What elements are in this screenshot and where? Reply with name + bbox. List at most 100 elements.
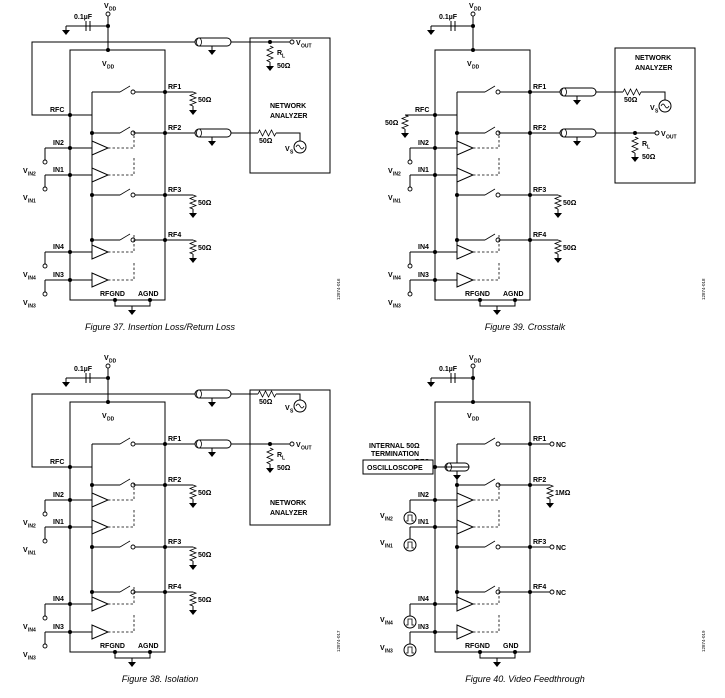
in4-label: IN4 [418, 244, 429, 251]
switch-arm [119, 85, 131, 93]
vin2-label-main: V [23, 168, 28, 175]
vin3-label-sub: IN3 [393, 304, 401, 310]
in4-driver-icon [456, 244, 475, 260]
vs-label-main: V [285, 405, 290, 412]
in1-driver-icon [91, 519, 110, 535]
junction-dot [90, 238, 94, 242]
rfgnd-label: RFGND [100, 643, 125, 650]
wire [479, 652, 516, 659]
rf2-coax-icon [559, 128, 597, 138]
vin1-terminal-icon [42, 186, 48, 192]
ground-triangle [189, 565, 197, 570]
ground-triangle [427, 382, 435, 387]
rf3-label: RF3 [168, 187, 181, 194]
junction-dot [455, 131, 459, 135]
vin2-terminal-icon [42, 511, 48, 517]
in2-driver-icon [91, 140, 110, 156]
pulse-wave [406, 646, 414, 654]
vin3-terminal-icon [42, 291, 48, 297]
control-link [473, 157, 500, 176]
in2-label: IN2 [53, 140, 64, 147]
cap-label: 0.1µF [439, 14, 458, 21]
control-link [108, 262, 135, 281]
vout-label-main: V [296, 40, 301, 47]
vin3-label-sub: IN3 [385, 649, 393, 655]
in4-label: IN4 [53, 596, 64, 603]
source-circle [403, 538, 417, 552]
rf2-label: RF2 [168, 125, 181, 132]
nc-label: NC [556, 442, 566, 449]
vin2-pulse-source-icon [403, 511, 417, 525]
sine-wave [660, 103, 670, 109]
vin4-terminal-icon [42, 263, 48, 269]
vin1-label-sub: IN1 [385, 544, 393, 550]
vdd-label-main: V [469, 355, 474, 362]
cap-label: 0.1µF [74, 14, 93, 21]
ground-triangle [573, 100, 581, 105]
load-ground-icon [554, 254, 562, 263]
ground-triangle [554, 213, 562, 218]
rl-label-main: R [642, 141, 647, 148]
ground-triangle [631, 157, 639, 162]
chip-vdd-label-main: V [467, 61, 472, 68]
vin1-label-sub: IN1 [28, 551, 36, 557]
nc-label: NC [556, 590, 566, 597]
vin2-label-sub: IN2 [393, 172, 401, 178]
in3-label: IN3 [53, 624, 64, 631]
rfc-label: RFC [415, 107, 429, 114]
vin3-terminal-icon [42, 643, 48, 649]
switch-contact-icon [495, 544, 501, 550]
junction-dot [106, 48, 110, 52]
switch-arm [484, 437, 496, 445]
load-ground-icon [189, 209, 197, 218]
vs-label-sub: S [290, 409, 294, 415]
switch-arm [119, 437, 131, 445]
coax-ground-icon [208, 137, 216, 146]
vin1-terminal-icon [42, 538, 48, 544]
vin3-label-sub: IN3 [28, 304, 36, 310]
vin4-terminal-icon [42, 615, 48, 621]
rf4-label: RF4 [533, 232, 546, 239]
vdd-label-sub: DD [474, 359, 482, 365]
rf4-label: RF4 [168, 232, 181, 239]
rfc-label: RFC [50, 107, 64, 114]
cap-ground-icon [427, 378, 435, 387]
vin2-label-sub: IN2 [28, 172, 36, 178]
cap-label: 0.1µF [74, 366, 93, 373]
nc-label: NC [556, 545, 566, 552]
ground-triangle [189, 503, 197, 508]
ground-triangle [453, 475, 461, 480]
termination-line1: INTERNAL 50Ω [369, 443, 420, 450]
load-ground-icon [546, 499, 554, 508]
load-ground-icon [554, 209, 562, 218]
rf1-switch-icon [484, 85, 501, 95]
ground-triangle [128, 662, 136, 667]
switch-contact-icon [495, 89, 501, 95]
figure-caption: Figure 37. Insertion Loss/Return Loss [85, 322, 236, 332]
chip-vdd-label-sub: DD [107, 65, 115, 71]
ground-triangle [401, 133, 409, 138]
load-resistor-label: 50Ω [198, 200, 212, 207]
in3-label: IN3 [53, 272, 64, 279]
coax-ground-icon [208, 448, 216, 457]
switch-arm [119, 188, 131, 196]
source-circle [403, 643, 417, 657]
ground-triangle [573, 141, 581, 146]
source-circle [403, 615, 417, 629]
load-resistor-label: 50Ω [198, 597, 212, 604]
sine-wave [295, 403, 305, 409]
coax-end [561, 128, 567, 138]
junction-dot [455, 193, 459, 197]
vin3-label-main: V [388, 300, 393, 307]
vin4-label-sub: IN4 [385, 621, 393, 627]
pulse-wave [406, 618, 414, 626]
